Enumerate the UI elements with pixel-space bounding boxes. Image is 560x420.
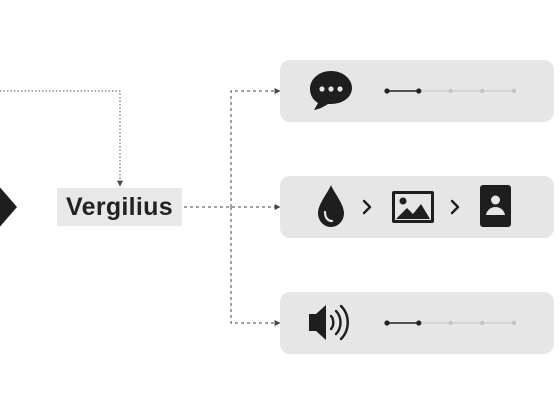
agent-label: Vergilius [57,188,182,226]
image-icon [392,191,434,223]
speaker-icon [309,304,349,341]
progress-step-pending [480,320,485,326]
progress-step-pending [448,88,453,94]
connector-to-bottom [230,207,281,326]
chevron-right-icon [362,199,372,215]
speech-bubble-icon [310,71,352,110]
progress-step-pending [480,88,485,94]
drop-icon [318,185,344,227]
progress-step-complete [384,88,390,94]
chevron-right-icon [450,199,460,215]
progress-step-complete [384,320,390,326]
input-connector [0,90,123,187]
portrait-icon [480,185,511,227]
source-diamond [0,187,17,227]
progress-step-pending [511,320,517,326]
progress-step-complete [416,88,422,94]
progress-step-complete [416,320,422,326]
agent-label-text: Vergilius [66,192,173,221]
progress-track-audio [384,320,517,326]
progress-track-text [384,88,517,94]
connector-to-top [230,88,281,207]
progress-step-pending [448,320,453,326]
progress-step-pending [511,88,517,94]
